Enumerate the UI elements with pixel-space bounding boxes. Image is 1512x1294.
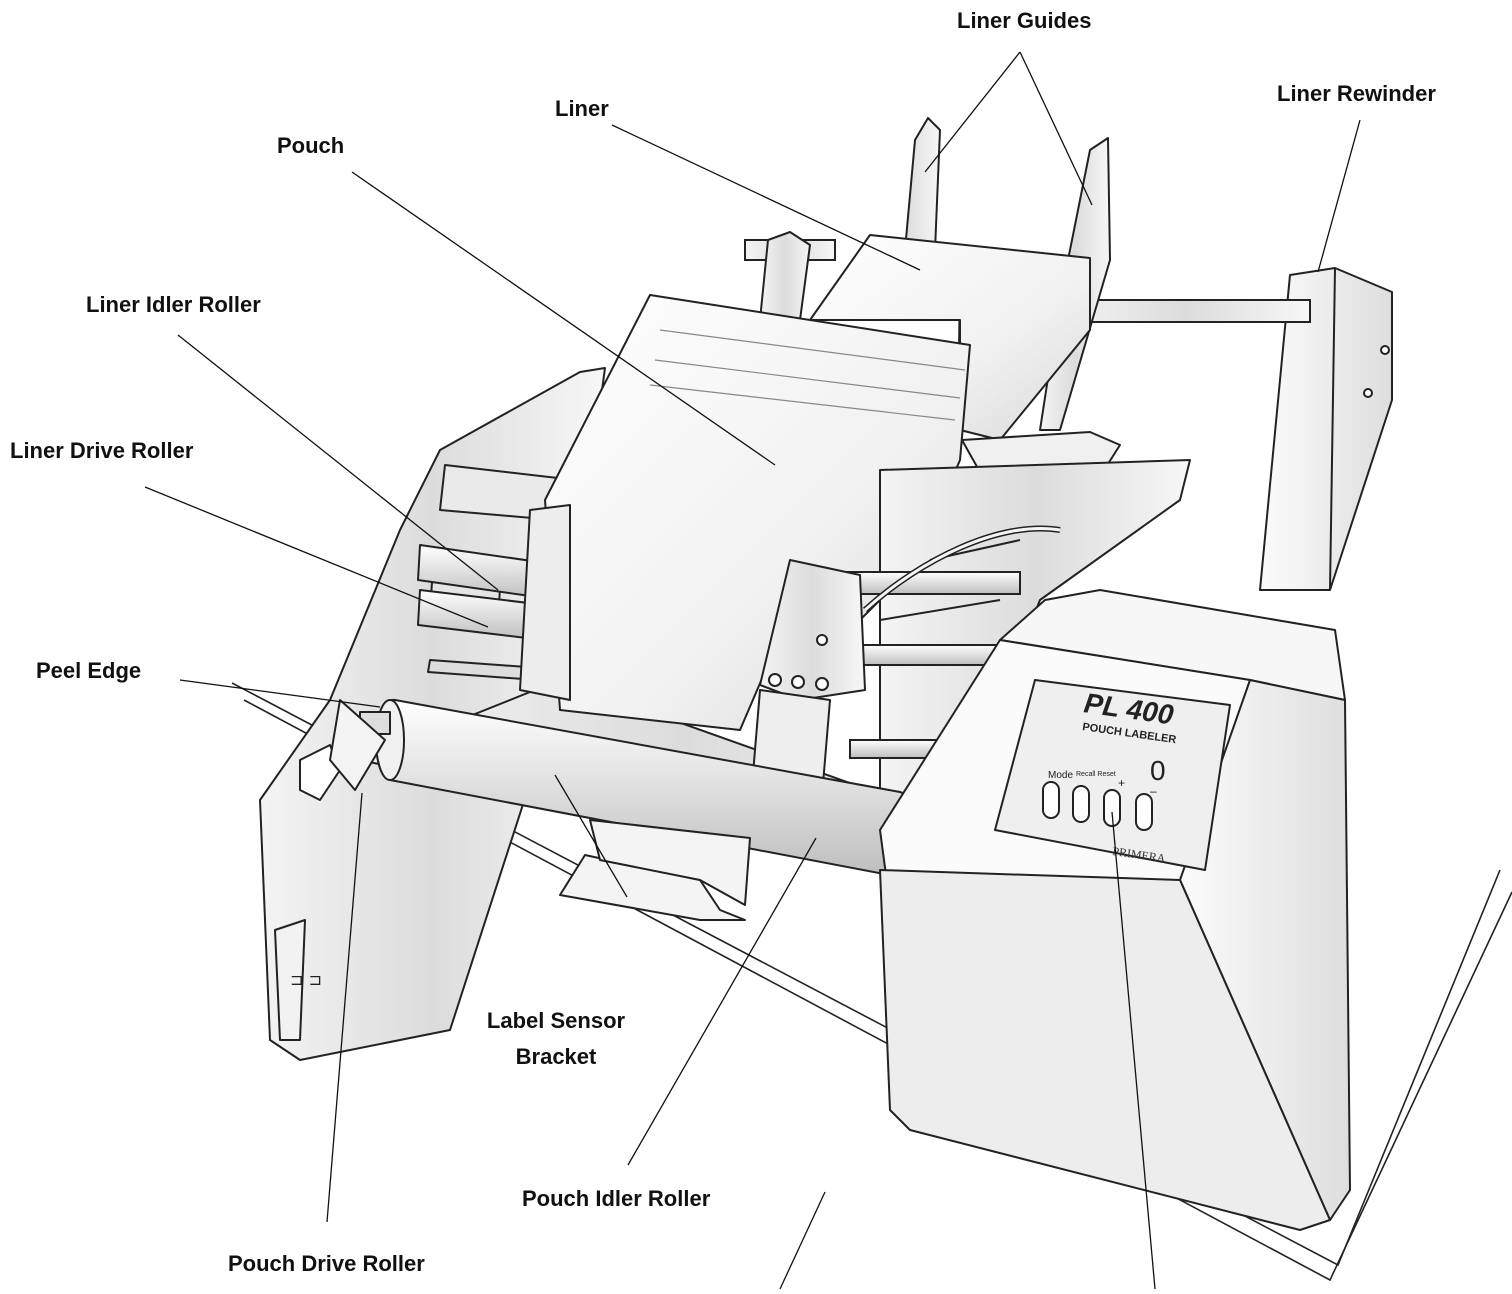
panel-buttons: Mode Recall Reset + – [1042,770,1157,831]
button-label-plus: + [1118,776,1125,790]
mode-button[interactable] [1042,781,1060,819]
svg-text:⊐ ⊐: ⊐ ⊐ [290,970,322,989]
label-liner-idler-roller: Liner Idler Roller [86,292,261,317]
plus-button[interactable] [1103,789,1121,827]
leader-lines [144,51,1361,1290]
button-label-mode: Mode [1048,770,1073,781]
panel-display: 0 [1150,755,1166,786]
recall-reset-button[interactable] [1072,785,1090,823]
label-peel-edge: Peel Edge [36,658,142,683]
label-liner-rewinder: Liner Rewinder [1277,81,1436,106]
button-label-recall-reset: Recall Reset [1076,771,1116,778]
control-panel: PL 400 POUCH LABELER 0 Mode Recall Reset… [994,679,1231,871]
label-liner-guides: Liner Guides [957,8,1092,33]
label-liner: Liner [555,96,609,121]
pouch [519,294,971,731]
label-pouch-idler-roller: Pouch Idler Roller [522,1186,711,1211]
liner-rewinder [1259,267,1393,591]
label-sensor-bracket [559,819,751,921]
label-pouch: Pouch [277,133,345,158]
label-label-sensor-bracket: Label Sensor Bracket [486,1008,626,1069]
label-liner-drive-roller: Liner Drive Roller [10,438,194,463]
button-label-minus: – [1150,784,1157,798]
label-pouch-drive-roller: Pouch Drive Roller [228,1251,425,1276]
minus-button[interactable] [1135,793,1153,831]
